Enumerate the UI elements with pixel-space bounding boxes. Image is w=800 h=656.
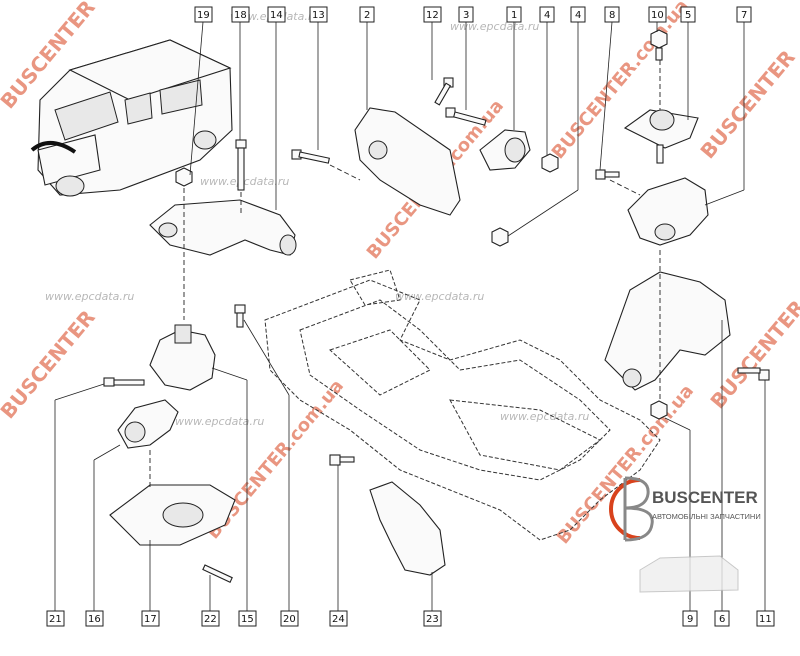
part-link-16 xyxy=(117,399,179,449)
part-nut-4a xyxy=(541,153,559,173)
part-bolt-24 xyxy=(329,454,355,466)
callout-11: 11 xyxy=(759,614,772,625)
part-nut-19 xyxy=(175,167,193,187)
callout-18: 18 xyxy=(234,10,247,21)
callout-17: 17 xyxy=(144,614,157,625)
part-bolt-11 xyxy=(737,367,770,381)
callout-4: 4 xyxy=(544,10,550,21)
part-nut-4b xyxy=(491,227,509,247)
van-illustration xyxy=(30,39,233,197)
callout-box xyxy=(680,6,696,23)
part-arm-6 xyxy=(604,271,731,391)
part-bolt-13 xyxy=(291,149,330,164)
part-mount-5 xyxy=(623,109,699,164)
bottom-callouts: 21 16 17 22 15 20 24 23 9 6 11 xyxy=(46,319,775,627)
callout-box xyxy=(506,6,522,23)
part-nut-9 xyxy=(650,400,668,420)
logo-name: BUSCENTER xyxy=(652,488,758,507)
part-bushing-1 xyxy=(479,129,531,171)
callout-box xyxy=(714,610,730,627)
callout-box xyxy=(267,6,286,23)
callout-box xyxy=(238,610,257,627)
logo-tagline: АВТОМОБІЛЬНІ ЗАПЧАСТИНИ xyxy=(652,512,761,521)
watermark-site: www.epcdata.ru xyxy=(175,415,264,428)
callout-box xyxy=(329,610,348,627)
callout-box xyxy=(736,6,752,23)
callout-9: 9 xyxy=(687,614,693,625)
callout-1: 1 xyxy=(511,10,517,21)
watermark-site: www.epcdata.ru xyxy=(200,175,289,188)
callout-7: 7 xyxy=(741,10,747,21)
callout-16: 16 xyxy=(88,614,101,625)
callout-2: 2 xyxy=(364,10,370,21)
part-bracket-14 xyxy=(149,199,297,256)
callout-5: 5 xyxy=(685,10,691,21)
callout-box xyxy=(46,610,65,627)
callout-24: 24 xyxy=(332,614,345,625)
callout-19: 19 xyxy=(197,10,210,21)
logo-van-icon xyxy=(639,555,739,593)
callout-8: 8 xyxy=(609,10,615,21)
part-bolt-8 xyxy=(595,169,620,180)
callout-23: 23 xyxy=(426,614,439,625)
part-mount-15 xyxy=(149,324,216,391)
callout-6: 6 xyxy=(719,614,725,625)
callout-box xyxy=(458,6,474,23)
callout-4: 4 xyxy=(575,10,581,21)
callout-box xyxy=(231,6,250,23)
callout-box xyxy=(756,610,775,627)
part-bolt-18 xyxy=(235,139,247,191)
callout-box xyxy=(359,6,375,23)
callout-box xyxy=(648,6,667,23)
buscenter-logo: BUSCENTER АВТОМОБІЛЬНІ ЗАПЧАСТИНИ xyxy=(609,476,761,593)
part-bracket-23 xyxy=(369,481,446,576)
assembly-lines xyxy=(149,60,661,490)
watermark-brand: BUSCENTER xyxy=(695,45,799,163)
callout-box xyxy=(309,6,328,23)
callout-22: 22 xyxy=(204,614,217,625)
callout-12: 12 xyxy=(426,10,439,21)
callout-box xyxy=(570,6,586,23)
part-bolt-21 xyxy=(103,377,145,387)
callout-box xyxy=(194,6,213,23)
part-bracket-17 xyxy=(109,484,236,546)
part-bolt-10 xyxy=(650,29,668,61)
callout-box xyxy=(682,610,698,627)
callout-box xyxy=(201,610,220,627)
subframe xyxy=(264,269,661,541)
part-bolt-20 xyxy=(234,304,246,328)
callout-20: 20 xyxy=(283,614,296,625)
logo-b-icon xyxy=(623,476,654,542)
callout-14: 14 xyxy=(270,10,283,21)
logo-arc-icon xyxy=(609,478,641,540)
watermark-site: www.epcdata.ru xyxy=(395,290,484,303)
callout-10: 10 xyxy=(651,10,664,21)
part-bolt-3 xyxy=(445,107,487,126)
watermark-brand: BUSCENTER xyxy=(0,305,100,423)
callout-box xyxy=(280,610,299,627)
part-bracket-7 xyxy=(627,177,709,246)
callout-box xyxy=(141,610,160,627)
watermark-site: www.epcdata.ru xyxy=(45,290,134,303)
callout-15: 15 xyxy=(241,614,254,625)
part-bolt-12 xyxy=(434,77,454,106)
callout-13: 13 xyxy=(312,10,325,21)
callout-21: 21 xyxy=(49,614,62,625)
callout-box xyxy=(423,6,442,23)
part-bracket-2 xyxy=(354,107,461,216)
top-callouts: 19 18 14 13 2 12 3 1 4 4 8 10 5 7 xyxy=(189,6,752,237)
watermark-site: www.epcdata.ru xyxy=(450,20,539,33)
watermark-site: www.epcdata.ru xyxy=(500,410,589,423)
callout-box xyxy=(604,6,620,23)
callout-3: 3 xyxy=(463,10,469,21)
part-bolt-22 xyxy=(202,564,233,583)
callout-box xyxy=(423,610,442,627)
callout-box xyxy=(85,610,104,627)
callout-box xyxy=(539,6,555,23)
